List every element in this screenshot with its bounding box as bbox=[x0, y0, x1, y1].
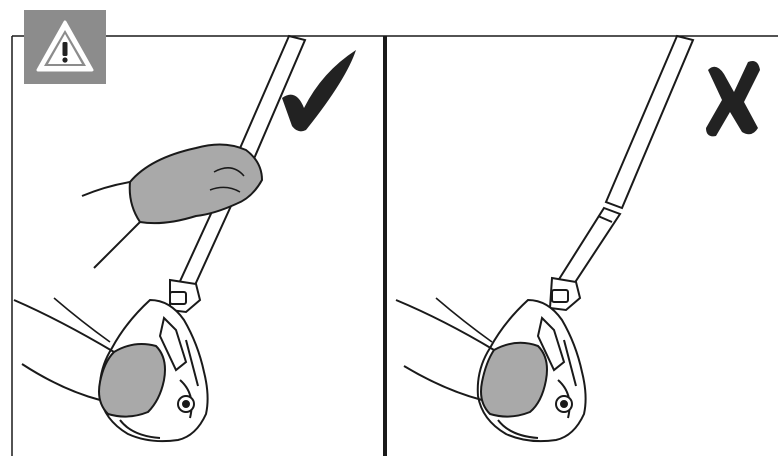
upper-gloved-hand bbox=[82, 144, 262, 268]
tool-pole bbox=[556, 36, 693, 290]
correct-usage-panel bbox=[14, 36, 356, 441]
warning-badge bbox=[24, 10, 106, 84]
cross-x-icon bbox=[706, 61, 760, 136]
incorrect-usage-panel bbox=[396, 36, 760, 441]
